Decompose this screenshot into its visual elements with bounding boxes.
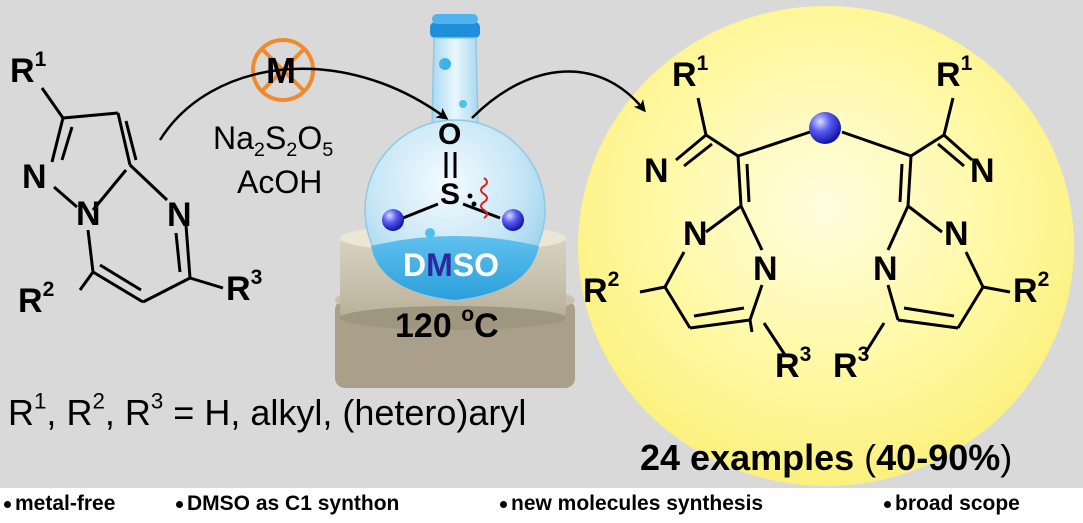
bullet-icon — [884, 500, 891, 508]
methyl-carbon-sphere — [502, 209, 524, 231]
bullet-icon — [176, 500, 183, 508]
product-r2-label: R2 — [1013, 268, 1050, 310]
reactant-r1-label: R1 — [10, 48, 47, 90]
sulfoxide-oxygen: O — [438, 118, 462, 151]
feature-item: broad scope — [884, 492, 1020, 516]
product-highlight-oval — [578, 6, 1074, 486]
reactant-structure — [40, 87, 224, 304]
bridging-carbon-sphere — [809, 112, 841, 144]
product-r2-label: R2 — [583, 268, 620, 310]
product-n-atom: N — [873, 250, 898, 288]
dmso-structure-bonds — [402, 152, 501, 220]
feature-item: new molecules synthesis — [500, 492, 763, 516]
methyl-carbon-sphere — [382, 209, 404, 231]
feature-item: metal-free — [4, 492, 115, 516]
reactant-r2-label: R2 — [18, 278, 55, 320]
sulfoxide-sulfur: S — [440, 178, 461, 211]
reactant-n-atom: N — [76, 195, 101, 233]
reactant-r3-label: R3 — [226, 266, 263, 308]
reactant-n-atom: N — [167, 196, 192, 234]
scope-summary: 24 examples (40-90%) — [640, 437, 1013, 478]
product-n-atom: N — [683, 215, 708, 253]
reaction-arrow-to-flask — [158, 67, 449, 141]
wavy-bond-cleavage — [480, 177, 488, 219]
product-n-atom: N — [753, 250, 778, 288]
product-structure-right — [841, 97, 1011, 356]
reaction-flask — [364, 14, 546, 301]
product-n-atom: N — [944, 215, 969, 253]
reactant-n-atom: N — [22, 158, 47, 196]
product-r1-label: R1 — [936, 52, 973, 94]
product-n-atom: N — [970, 152, 995, 190]
lone-pair-dot — [471, 201, 477, 207]
product-n-atom: N — [644, 152, 669, 190]
solvent-label: DMSO — [403, 247, 499, 283]
bullet-icon — [500, 500, 507, 508]
lone-pair-dot — [467, 193, 473, 199]
substituent-definition: R1, R2, R3 = H, alkyl, (hetero)aryl — [8, 388, 527, 433]
product-structure-left — [639, 97, 811, 356]
product-r3-label: R3 — [833, 343, 870, 385]
reagent-acetic-acid: AcOH — [237, 164, 323, 200]
scheme-graphics — [40, 6, 1074, 486]
product-r3-label: R3 — [775, 343, 812, 385]
feature-item: DMSO as C1 synthon — [176, 492, 399, 516]
temperature-label: 120 oC — [395, 303, 499, 345]
metal-symbol: M — [266, 50, 296, 91]
reagent-sodium-metabisulfite: Na2S2O5 — [213, 120, 334, 161]
bullet-icon — [4, 500, 11, 508]
product-r1-label: R1 — [672, 52, 709, 94]
reaction-arrow-to-product — [471, 70, 646, 119]
